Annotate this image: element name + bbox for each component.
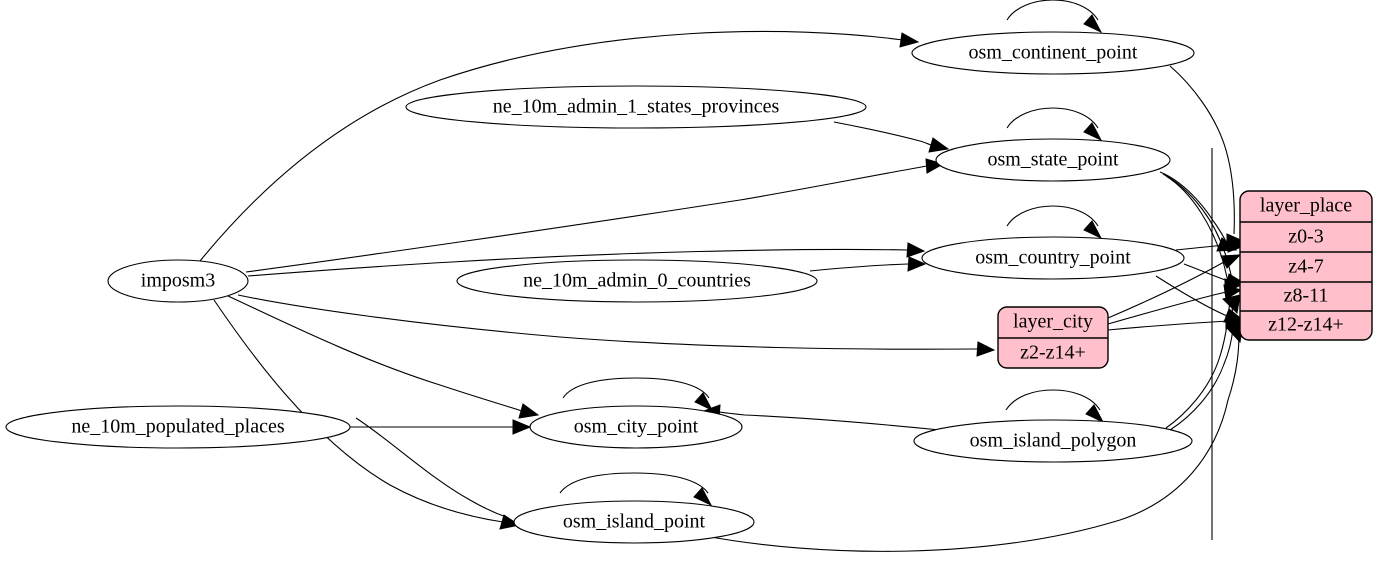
edge-imposm3-to-layer_city	[237, 294, 996, 357]
table-layer_city-header: layer_city	[1013, 311, 1093, 333]
edge-imposm3-to-osm_continent_point	[199, 30, 920, 262]
node-osm_island_polygon[interactable]: osm_island_polygon	[913, 419, 1193, 463]
edge-ne_populated-to-osm_island_point	[355, 417, 507, 518]
table-layer_city[interactable]: layer_city z2-z14+	[997, 306, 1109, 369]
table-layer_city-row-0[interactable]: z2-z14+	[1020, 342, 1086, 364]
table-layer_place-row-1[interactable]: z4-7	[1288, 256, 1324, 278]
node-osm-island-polygon-label: osm_island_polygon	[970, 430, 1137, 452]
node-ne_10m_populated_places[interactable]: ne_10m_populated_places	[5, 405, 351, 449]
table-layer_place[interactable]: layer_place z0-3 z4-7 z8-11 z12-z14+	[1239, 190, 1373, 341]
node-ne_10m_admin_0_countries[interactable]: ne_10m_admin_0_countries	[456, 259, 818, 303]
node-ne_10m_admin_1_states_provinces[interactable]: ne_10m_admin_1_states_provinces	[405, 85, 867, 129]
node-osm-city-point-label: osm_city_point	[574, 416, 699, 438]
tables-layer: layer_place z0-3 z4-7 z8-11 z12-z14+ lay…	[997, 190, 1373, 369]
edge-osm_island_polygon-self-loop	[1005, 389, 1105, 424]
node-osm-island-point-label: osm_island_point	[563, 511, 706, 533]
node-osm_state_point[interactable]: osm_state_point	[935, 138, 1171, 182]
node-ne-states-label: ne_10m_admin_1_states_provinces	[493, 96, 780, 118]
node-imposm3[interactable]: imposm3	[107, 259, 249, 303]
node-osm_island_point[interactable]: osm_island_point	[513, 500, 755, 544]
node-osm_country_point[interactable]: osm_country_point	[921, 236, 1185, 280]
edge-osm_state_point-to-layer_place-row1	[1159, 171, 1238, 252]
edge-ne_countries-to-osm_country_point	[809, 256, 927, 272]
edge-imposm3-to-osm_state_point	[245, 158, 945, 273]
node-ne-populated-label: ne_10m_populated_places	[71, 416, 284, 438]
edge-layer_city-to-layer_place-row1	[1107, 254, 1242, 319]
edge-imposm3-to-osm_island_point	[213, 299, 521, 530]
node-osm-continent-point-label: osm_continent_point	[969, 42, 1138, 64]
node-imposm3-label: imposm3	[141, 270, 215, 292]
table-layer_place-header: layer_place	[1260, 195, 1352, 217]
node-osm_city_point[interactable]: osm_city_point	[529, 405, 743, 449]
edge-ne_states-to-osm_state_point	[833, 121, 950, 153]
edge-imposm3-to-osm_country_point	[247, 242, 926, 277]
node-osm-country-point-label: osm_country_point	[975, 247, 1131, 269]
edge-osm_country_point-to-layer_place-row1	[1175, 237, 1246, 253]
edge-ne_populated-to-osm_city_point	[350, 419, 532, 435]
node-osm-state-point-label: osm_state_point	[987, 149, 1119, 171]
edge-osm_state_point-self-loop	[1006, 107, 1103, 142]
edge-osm_country_point-to-layer_place-row2	[1183, 263, 1246, 289]
node-osm_continent_point[interactable]: osm_continent_point	[911, 31, 1195, 75]
table-layer_place-row-0[interactable]: z0-3	[1288, 226, 1324, 248]
edge-osm_island_polygon-to-layer_place-b	[1169, 323, 1244, 431]
table-layer_place-row-2[interactable]: z8-11	[1284, 285, 1329, 307]
edge-osm_island_point-self-loop	[559, 472, 713, 507]
nodes-layer: imposm3 ne_10m_admin_1_states_provinces …	[5, 31, 1195, 544]
edge-osm_island_polygon-to-layer_place-a	[1165, 294, 1241, 429]
edge-imposm3-to-osm_city_point	[227, 295, 540, 419]
edge-osm_city_point-self-loop	[562, 377, 714, 412]
edge-osm_country_point-self-loop	[1006, 205, 1103, 240]
edge-layer_city-to-layer_place-row2	[1107, 284, 1243, 325]
edge-osm_continent_point-self-loop	[1006, 0, 1103, 34]
table-layer_place-row-3[interactable]: z12-z14+	[1268, 314, 1344, 336]
edges-layer	[199, 0, 1247, 552]
node-ne-countries-label: ne_10m_admin_0_countries	[523, 270, 751, 292]
